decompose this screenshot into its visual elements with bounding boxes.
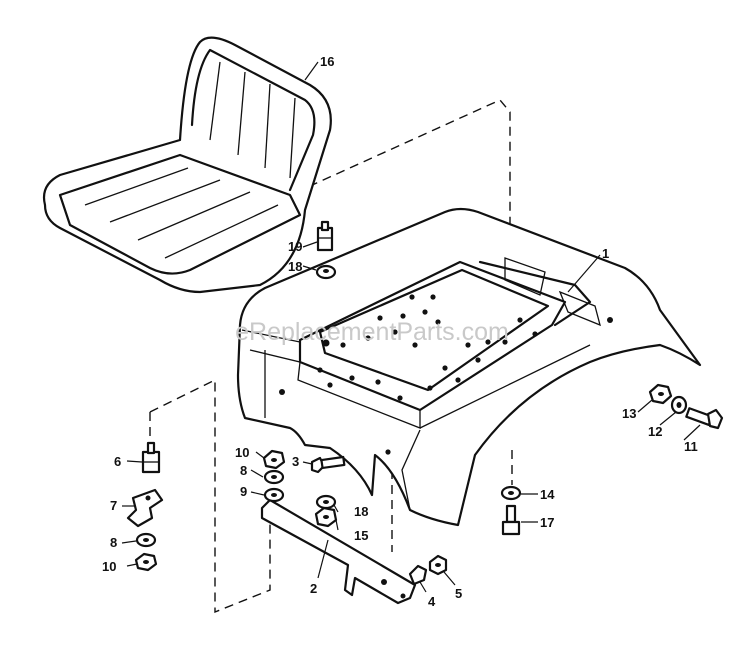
callout-7: 7 [110, 498, 117, 513]
fender-support-bracket [260, 498, 417, 605]
callout-13: 13 [622, 406, 636, 421]
callout-10b: 10 [235, 445, 249, 460]
callout-14: 14 [540, 487, 555, 502]
bolt-3 [310, 455, 346, 474]
seat-mounting-holes [317, 294, 538, 401]
bolt-11 [685, 407, 724, 430]
callout-17: 17 [540, 515, 554, 530]
stud-6 [141, 441, 161, 474]
leader-lines [121, 61, 701, 593]
bolt-17 [501, 504, 521, 536]
callout-16: 16 [320, 54, 334, 69]
callout-labels: 1 2 3 4 5 6 7 8 10 10 8 9 11 12 13 14 15… [102, 54, 698, 609]
callout-18b: 18 [354, 504, 368, 519]
nut-18-upper [315, 264, 337, 280]
callout-5: 5 [455, 586, 462, 601]
callout-2: 2 [310, 581, 317, 596]
callout-8b: 8 [240, 463, 247, 478]
callout-9: 9 [240, 484, 247, 499]
clip-7 [126, 488, 164, 528]
fender [236, 207, 702, 527]
callout-11: 11 [684, 439, 698, 454]
callout-15: 15 [354, 528, 368, 543]
callout-10a: 10 [102, 559, 116, 574]
callout-6: 6 [114, 454, 121, 469]
watermark: eReplacementParts.com [235, 318, 509, 346]
callout-18a: 18 [288, 259, 302, 274]
callout-8a: 8 [110, 535, 117, 550]
callout-12: 12 [648, 424, 662, 439]
callout-4: 4 [428, 594, 436, 609]
stud-19 [316, 220, 334, 252]
callout-19: 19 [288, 239, 302, 254]
seat [42, 36, 332, 294]
callout-3: 3 [292, 454, 299, 469]
washer-4 [408, 564, 428, 586]
callout-1: 1 [602, 246, 609, 261]
